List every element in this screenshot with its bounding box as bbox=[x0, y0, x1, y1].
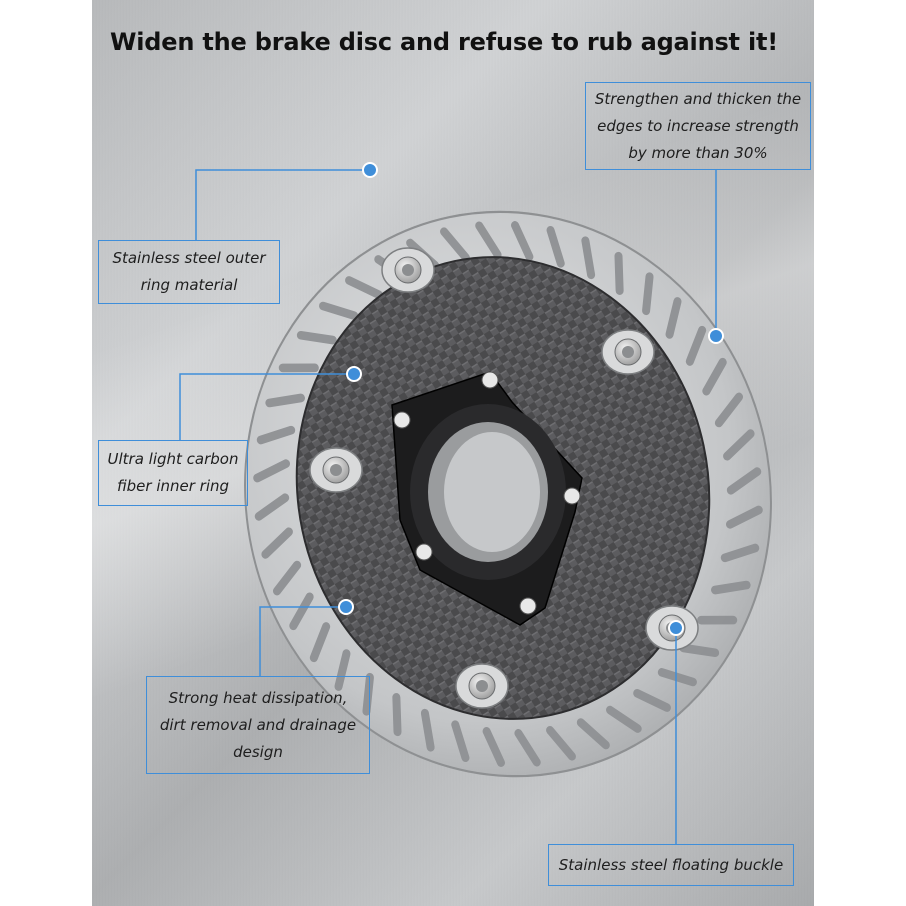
marker-dot-outer-ring bbox=[362, 162, 378, 178]
callout-heat-line-2: dirt removal and drainage bbox=[159, 715, 357, 734]
cooling-slot bbox=[726, 467, 762, 495]
spider-bolt bbox=[563, 487, 581, 505]
callout-inner-ring: Ultra light carbon fiber inner ring bbox=[98, 440, 248, 506]
cooling-slot bbox=[261, 527, 293, 559]
cooling-slot bbox=[723, 429, 755, 461]
callout-buckle: Stainless steel floating buckle bbox=[548, 844, 794, 886]
cooling-slot bbox=[514, 728, 541, 767]
cooling-slot bbox=[296, 330, 337, 345]
cooling-slot bbox=[606, 705, 642, 733]
callout-edges-line-3: by more than 30% bbox=[628, 143, 768, 162]
cooling-slot bbox=[256, 425, 296, 445]
cooling-slot bbox=[334, 649, 351, 691]
cooling-slot bbox=[511, 221, 534, 261]
cooling-slot bbox=[665, 297, 682, 339]
cooling-slot bbox=[581, 236, 596, 280]
callout-heat-line-1: Strong heat dissipation, bbox=[168, 688, 348, 707]
cooling-slot bbox=[319, 301, 359, 320]
cooling-slot bbox=[710, 580, 751, 595]
cooling-slot bbox=[546, 226, 565, 268]
cooling-slot bbox=[265, 393, 306, 408]
cooling-slot bbox=[702, 357, 727, 396]
callout-heat-line-3: design bbox=[233, 742, 283, 761]
callout-heat: Strong heat dissipation, dirt removal an… bbox=[146, 676, 370, 774]
marker-dot-edges bbox=[708, 328, 724, 344]
callout-buckle-line-1: Stainless steel floating buckle bbox=[558, 855, 784, 874]
callout-edges: Strengthen and thicken the edges to incr… bbox=[585, 82, 811, 170]
cooling-slot bbox=[392, 693, 402, 737]
marker-dots bbox=[338, 162, 724, 636]
cooling-slot bbox=[362, 672, 374, 716]
cooling-slot bbox=[309, 622, 331, 663]
cooling-slot bbox=[679, 643, 720, 658]
cooling-slot bbox=[714, 392, 744, 428]
cooling-slot bbox=[697, 615, 738, 625]
floating-buckle bbox=[455, 663, 509, 709]
headline: Widen the brake disc and refuse to rub a… bbox=[110, 28, 779, 56]
callout-outer-ring-line-1: Stainless steel outer bbox=[112, 249, 266, 267]
callout-inner-ring-line-1: Ultra light carbon bbox=[107, 450, 239, 468]
center-spider bbox=[391, 371, 583, 626]
cooling-slot bbox=[633, 689, 671, 712]
cooling-slot bbox=[546, 726, 576, 761]
spider-bolt bbox=[393, 411, 411, 429]
cooling-slot bbox=[614, 251, 624, 295]
cooling-slot bbox=[685, 325, 707, 366]
callout-outer-ring: Stainless steel outer ring material bbox=[98, 240, 280, 304]
cooling-slot bbox=[420, 708, 435, 752]
cooling-slot bbox=[278, 363, 319, 373]
spider-bolt bbox=[519, 597, 537, 615]
spider-bolt bbox=[481, 371, 499, 389]
callout-outer-ring-line-2: ring material bbox=[140, 276, 238, 294]
spider-bolt bbox=[415, 543, 433, 561]
cooling-slot bbox=[720, 543, 760, 563]
floating-buckle bbox=[309, 447, 363, 493]
cooling-slot bbox=[482, 727, 505, 767]
floating-buckle bbox=[601, 329, 655, 375]
cooling-slot bbox=[642, 272, 654, 316]
cooling-slot bbox=[289, 592, 314, 631]
marker-dot-heat bbox=[338, 599, 354, 615]
cooling-slot bbox=[254, 493, 290, 521]
callout-edges-line-2: edges to increase strength bbox=[597, 116, 799, 135]
callout-inner-ring-line-2: fiber inner ring bbox=[116, 477, 230, 495]
marker-dot-inner-ring bbox=[346, 366, 362, 382]
floating-buckle bbox=[381, 247, 435, 293]
cooling-slot bbox=[576, 718, 610, 750]
marker-dot-buckle bbox=[668, 620, 684, 636]
cooling-slot bbox=[272, 560, 302, 596]
cooling-slot bbox=[726, 505, 763, 529]
cooling-slot bbox=[451, 720, 470, 762]
cooling-slot bbox=[657, 668, 697, 687]
connector-lines bbox=[179, 169, 717, 844]
cooling-slot bbox=[475, 221, 502, 260]
floating-buckles bbox=[309, 247, 699, 709]
cooling-slot bbox=[440, 227, 470, 262]
cooling-slot bbox=[345, 276, 383, 299]
cooling-slot bbox=[253, 459, 290, 483]
callout-edges-line-1: Strengthen and thicken the bbox=[594, 89, 802, 108]
